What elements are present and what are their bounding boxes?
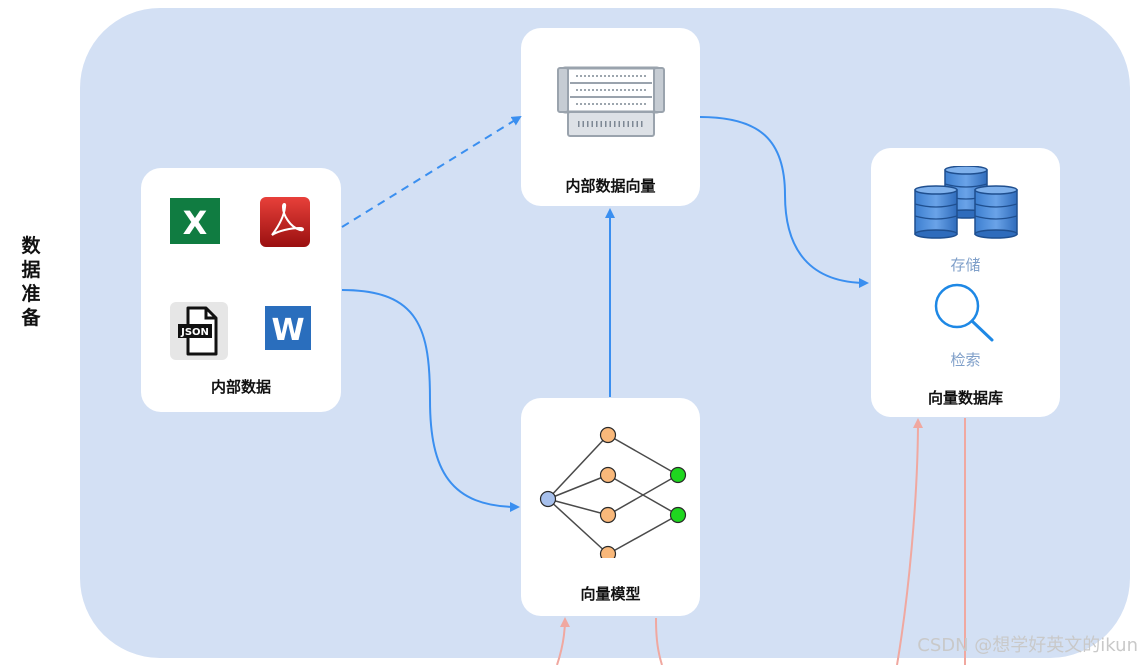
svg-text:JSON: JSON [180, 327, 209, 338]
neural-network-icon [539, 426, 687, 558]
pdf-icon [260, 197, 310, 247]
node-vector-model: 向量模型 [521, 398, 700, 616]
node-label: 向量数据库 [927, 389, 1003, 407]
storage-label: 存储 [950, 256, 981, 274]
database-cylinders-icon [914, 166, 1018, 239]
db-cylinder-right [974, 185, 1018, 239]
section-label: 数据准备 [21, 235, 41, 329]
node-label: 内部数据向量 [565, 177, 656, 195]
node-vector-db: 存储 检索 向量数据库 [871, 148, 1060, 417]
edge-data-to-model [341, 289, 520, 512]
search-label: 检索 [950, 351, 981, 369]
server-rack-icon [557, 66, 665, 137]
edge-model-to-external [655, 617, 663, 665]
edge-external-to-db [896, 418, 923, 665]
magnifier-icon [934, 283, 994, 342]
watermark: CSDN @想学好英文的ikun [917, 635, 1138, 656]
svg-text:W: W [271, 313, 304, 348]
edge-vectors-to-db [699, 116, 869, 288]
node-internal-vectors: 内部数据向量 [521, 28, 700, 206]
json-file-icon: JSON [170, 302, 228, 360]
db-cylinder-left [914, 185, 958, 239]
node-label: 内部数据 [210, 378, 271, 396]
edge-data-to-vectors-dashed [341, 115, 522, 228]
svg-text:X: X [183, 204, 208, 242]
node-internal-data: X JSON W 内部数据 [141, 168, 341, 412]
node-label: 向量模型 [580, 585, 641, 603]
edge-external-to-model [556, 617, 570, 665]
word-icon: W [265, 306, 311, 350]
excel-icon: X [170, 198, 220, 244]
